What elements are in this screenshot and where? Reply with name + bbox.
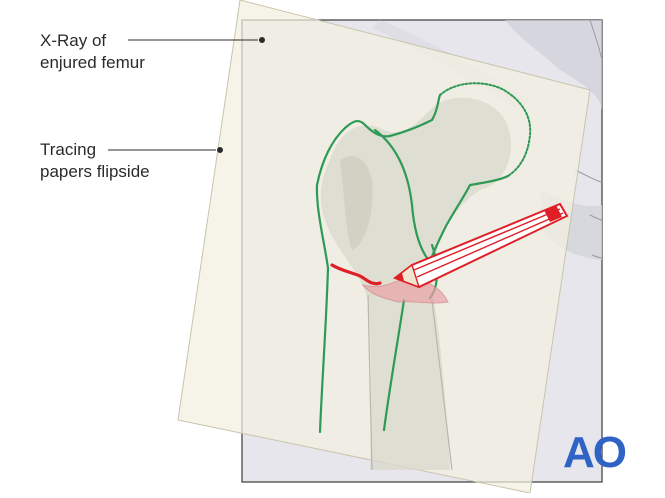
tracing-label: Tracing papers flipside [40, 139, 150, 183]
xray-label: X-Ray of enjured femur [40, 30, 145, 74]
tracing-label-line-2: papers flipside [40, 162, 150, 181]
pencil-icon [392, 202, 569, 289]
xray-label-line-2: enjured femur [40, 53, 145, 72]
ao-logo: AO [563, 428, 627, 477]
tracing-label-line-1: Tracing [40, 140, 97, 159]
leader-lines [108, 37, 265, 153]
xray-label-line-1: X-Ray of [40, 31, 107, 50]
